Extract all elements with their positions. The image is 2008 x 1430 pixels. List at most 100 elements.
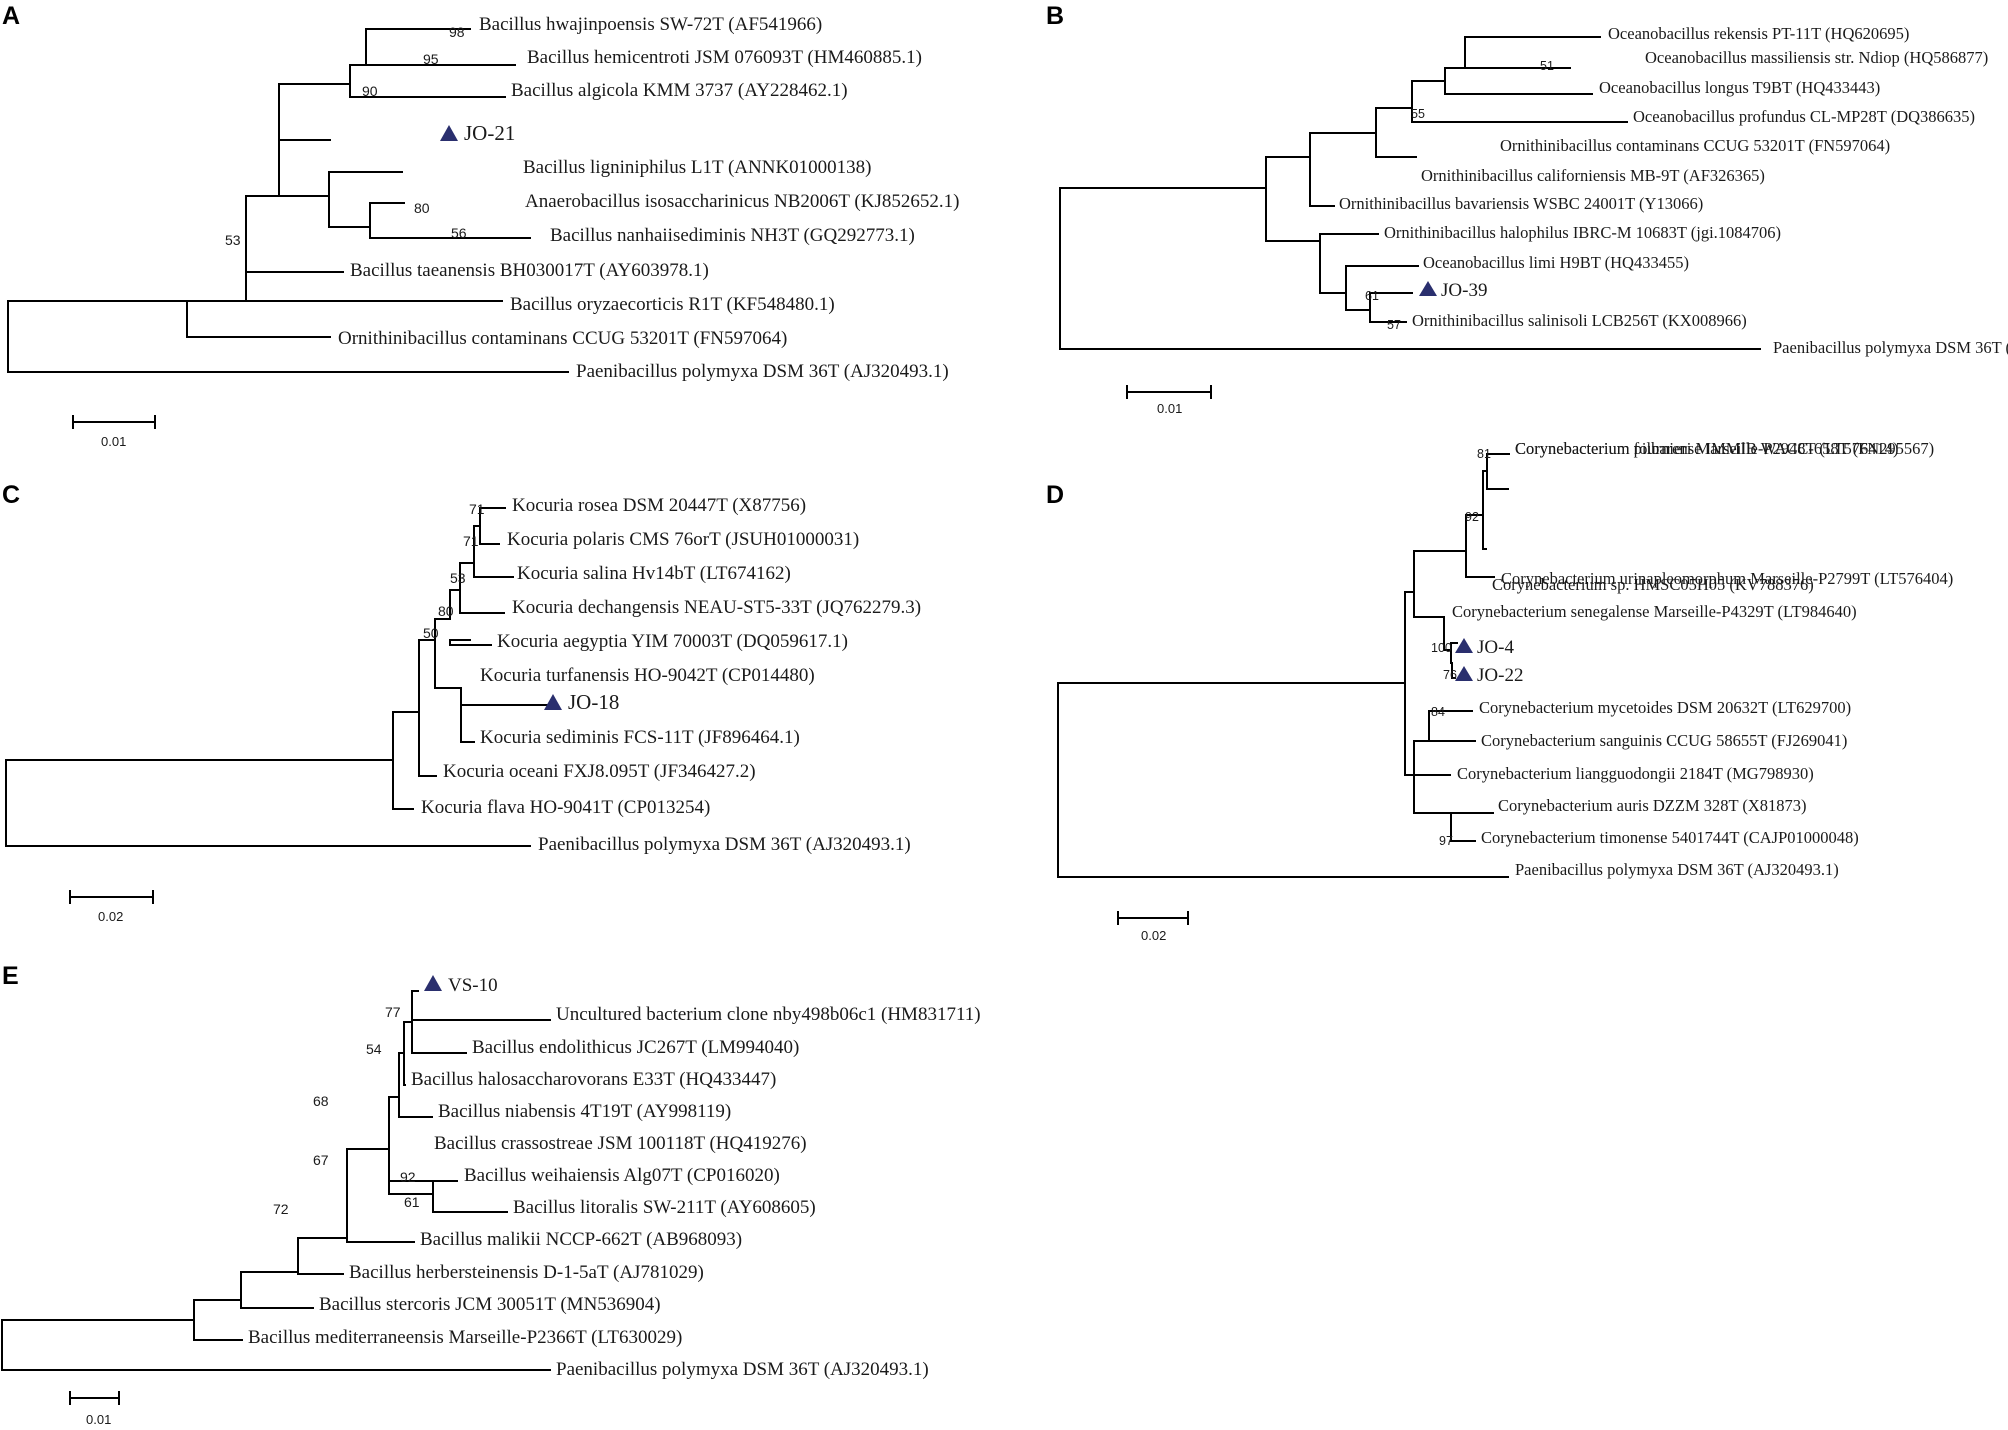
bootstrap-value: 68 bbox=[313, 1093, 329, 1109]
taxon-label: Ornithinibacillus halophilus IBRC-M 1068… bbox=[1384, 223, 1781, 242]
taxon-label: Kocuria salina Hv14bT (LT674162) bbox=[517, 563, 791, 584]
taxon-label: Paenibacillus polymyxa DSM 36T (AJ320493… bbox=[1515, 860, 1839, 879]
taxon-label: Kocuria flava HO-9041T (CP013254) bbox=[421, 797, 710, 818]
taxon-label: Oceanobacillus rekensis PT-11T (HQ620695… bbox=[1608, 24, 1909, 43]
taxon-label: Bacillus ligniniphilus L1T (ANNK01000138… bbox=[523, 157, 872, 178]
taxon-label: Corynebacterium pilbarense IMMIB WACC-65… bbox=[1515, 439, 1934, 458]
scale-bar-label: 0.01 bbox=[86, 1412, 111, 1427]
taxon-label: Bacillus endolithicus JC267T (LM994040) bbox=[472, 1037, 799, 1058]
panel-b-scale-bar: 0.01 bbox=[1126, 385, 1212, 416]
bootstrap-value: 95 bbox=[423, 51, 439, 67]
taxon-label: Bacillus litoralis SW-211T (AY608605) bbox=[513, 1197, 816, 1218]
isolate-marker-icon bbox=[1455, 666, 1473, 681]
taxon-label: Paenibacillus polymyxa DSM 36T (AJ320493… bbox=[1773, 338, 2008, 357]
bootstrap-value: 55 bbox=[1411, 107, 1425, 121]
taxon-label: Bacillus malikii NCCP-662T (AB968093) bbox=[420, 1229, 742, 1250]
taxon-label: Oceanobacillus massiliensis str. Ndiop (… bbox=[1645, 48, 1988, 67]
taxon-label: Kocuria dechangensis NEAU-ST5-33T (JQ762… bbox=[512, 597, 921, 618]
taxon-label: Ornithinibacillus contaminans CCUG 53201… bbox=[1500, 136, 1890, 155]
panel-c: C Kocuria rosea DSM 20447T (X87756) Kocu… bbox=[2, 481, 921, 924]
bootstrap-value: 98 bbox=[449, 24, 465, 40]
taxon-label: Kocuria sediminis FCS-11T (JF896464.1) bbox=[480, 727, 800, 748]
isolate-label-jo39: JO-39 bbox=[1441, 280, 1487, 301]
taxon-label: Bacillus niabensis 4T19T (AY998119) bbox=[438, 1101, 731, 1122]
taxon-label: Paenibacillus polymyxa DSM 36T (AJ320493… bbox=[538, 834, 911, 855]
isolate-marker-icon bbox=[424, 975, 442, 991]
taxon-label: Kocuria turfanensis HO-9042T (CP014480) bbox=[480, 665, 815, 686]
taxon-label: Corynebacterium auris DZZM 328T (X81873) bbox=[1498, 796, 1807, 815]
panel-d-letter: D bbox=[1046, 481, 1064, 509]
taxon-label: Corynebacterium liangguodongii 2184T (MG… bbox=[1457, 764, 1814, 783]
taxon-label: Corynebacterium urinapleomorphum Marseil… bbox=[1501, 569, 1953, 588]
bootstrap-value: 92 bbox=[400, 1169, 416, 1185]
panel-d-labels: Corynebacterium pilbarense IMMIB WACC-65… bbox=[1452, 439, 1953, 879]
taxon-label: Corynebacterium senegalense Marseille-P4… bbox=[1452, 602, 1857, 621]
panel-a-branches bbox=[7, 28, 569, 373]
bootstrap-value: 53 bbox=[450, 570, 466, 586]
panel-d-scale-bar: 0.02 bbox=[1117, 911, 1189, 943]
panel-b: B Oceanobacillus rekensis PT-11T (HQ6206… bbox=[1046, 2, 2008, 416]
scale-bar-label: 0.02 bbox=[1141, 928, 1166, 943]
taxon-label: Anaerobacillus isosaccharinicus NB2006T … bbox=[525, 191, 959, 212]
taxon-label: Bacillus taeanensis BH030017T (AY603978.… bbox=[350, 260, 709, 281]
panel-b-bootstraps: 51 55 61 57 bbox=[1365, 59, 1554, 332]
taxon-label: Kocuria oceani FXJ8.095T (JF346427.2) bbox=[443, 761, 756, 782]
isolate-marker-icon bbox=[544, 694, 562, 710]
panel-c-bootstraps: 71 71 53 80 50 bbox=[423, 501, 485, 641]
bootstrap-value: 50 bbox=[423, 625, 439, 641]
isolate-label-vs10: VS-10 bbox=[448, 975, 498, 996]
taxon-label: Ornithinibacillus californiensis MB-9T (… bbox=[1421, 166, 1765, 185]
taxon-label: Paenibacillus polymyxa DSM 36T (AJ320493… bbox=[556, 1359, 929, 1380]
taxon-label: Corynebacterium sp. HMSC05H05 (KV788376) bbox=[1492, 575, 1814, 594]
panel-c-scale-bar: 0.02 bbox=[69, 890, 154, 924]
taxon-label: Oceanobacillus limi H9BT (HQ433455) bbox=[1423, 253, 1689, 272]
taxon-label: Uncultured bacterium clone nby498b06c1 (… bbox=[556, 1004, 981, 1025]
bootstrap-value: 97 bbox=[1439, 834, 1453, 848]
taxon-label: Corynebacterium fournieri Marseille-P294… bbox=[1515, 439, 1899, 458]
panel-e: E VS-10 Uncultured bacterium clone nby49… bbox=[1, 962, 981, 1427]
scale-bar-label: 0.02 bbox=[98, 909, 123, 924]
taxon-label: Bacillus mediterraneensis Marseille-P236… bbox=[248, 1327, 682, 1348]
panel-d-branches bbox=[1057, 453, 1510, 878]
isolate-marker-icon bbox=[1419, 281, 1437, 296]
taxon-label: Corynebacterium sanguinis CCUG 58655T (F… bbox=[1481, 731, 1847, 750]
panel-a-letter: A bbox=[2, 2, 20, 30]
taxon-label: Ornithinibacillus salinisoli LCB256T (KX… bbox=[1412, 311, 1747, 330]
panel-d: D Corynebacterium pilbarense IMMIB WACC-… bbox=[1046, 439, 1953, 943]
panel-a-scale-bar: 0.01 bbox=[72, 415, 156, 449]
bootstrap-value: 54 bbox=[366, 1041, 382, 1057]
bootstrap-value: 61 bbox=[1365, 289, 1379, 303]
taxon-label: Corynebacterium mycetoides DSM 20632T (L… bbox=[1479, 698, 1851, 717]
taxon-label: Bacillus hemicentroti JSM 076093T (HM460… bbox=[527, 47, 922, 68]
bootstrap-value: 61 bbox=[404, 1194, 420, 1210]
bootstrap-value: 71 bbox=[463, 533, 479, 549]
scale-bar-label: 0.01 bbox=[101, 434, 126, 449]
panel-c-branches bbox=[5, 507, 548, 847]
taxon-label: Ornithinibacillus contaminans CCUG 53201… bbox=[338, 328, 787, 349]
panel-e-bootstraps: 77 54 68 67 72 92 61 bbox=[273, 1004, 420, 1217]
panel-a-labels: Bacillus hwajinpoensis SW-72T (AF541966)… bbox=[338, 14, 959, 382]
panel-c-labels: Kocuria rosea DSM 20447T (X87756) Kocuri… bbox=[421, 495, 921, 855]
bootstrap-value: 67 bbox=[313, 1152, 329, 1168]
isolate-label-jo22: JO-22 bbox=[1477, 665, 1523, 686]
panel-c-letter: C bbox=[2, 481, 20, 509]
bootstrap-value: 100 bbox=[1431, 641, 1452, 655]
panel-e-branches bbox=[1, 990, 551, 1371]
taxon-label: Kocuria rosea DSM 20447T (X87756) bbox=[512, 495, 806, 516]
panel-e-labels: VS-10 Uncultured bacterium clone nby498b… bbox=[248, 975, 981, 1380]
taxon-label: Oceanobacillus longus T9BT (HQ433443) bbox=[1599, 78, 1880, 97]
taxon-label: Bacillus oryzaecorticis R1T (KF548480.1) bbox=[510, 294, 835, 315]
bootstrap-value: 53 bbox=[225, 232, 241, 248]
taxon-label: Bacillus nanhaiisediminis NH3T (GQ292773… bbox=[550, 225, 915, 246]
isolate-label-jo4: JO-4 bbox=[1477, 637, 1514, 658]
bootstrap-value: 80 bbox=[414, 200, 430, 216]
scale-bar-label: 0.01 bbox=[1157, 401, 1182, 416]
taxon-label: Bacillus weihaiensis Alg07T (CP016020) bbox=[464, 1165, 780, 1186]
isolate-marker-icon bbox=[440, 125, 458, 141]
isolate-label-jo21: JO-21 bbox=[464, 121, 515, 145]
taxon-label: Bacillus stercoris JCM 30051T (MN536904) bbox=[319, 1294, 661, 1315]
bootstrap-value: 76 bbox=[1443, 668, 1457, 682]
taxon-label: Ornithinibacillus bavariensis WSBC 24001… bbox=[1339, 194, 1703, 213]
bootstrap-value: 84 bbox=[1431, 705, 1445, 719]
